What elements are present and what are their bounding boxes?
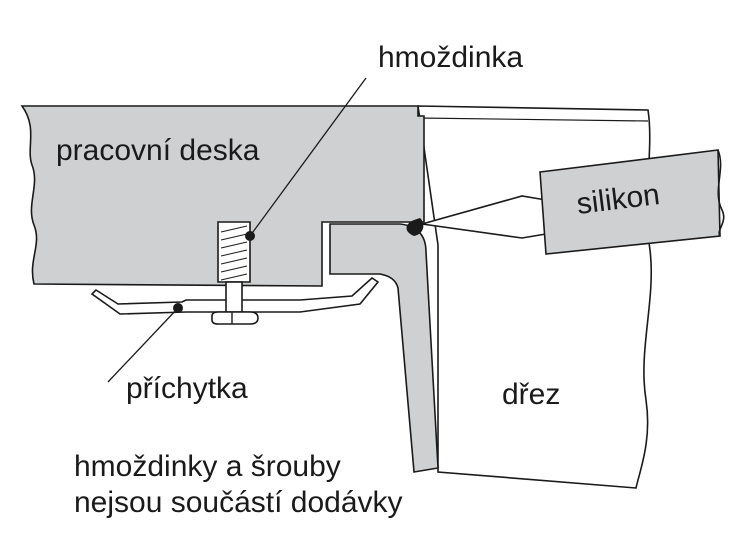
label-sink: dřez: [502, 378, 560, 411]
screw-shank: [225, 281, 243, 313]
silicone-tube-end: [717, 149, 725, 237]
label-clip: příchytka: [126, 372, 248, 405]
note-line-1: hmoždinky a šrouby: [74, 450, 341, 483]
clip-leader-line: [107, 307, 179, 383]
dowel-thread: [220, 225, 248, 281]
dowel-leader-dot: [245, 231, 255, 241]
worktop: [20, 105, 425, 287]
note-line-2: nejsou součástí dodávky: [74, 486, 403, 519]
dowel: [217, 221, 251, 283]
sink-rim: [329, 223, 439, 473]
cabinet-top-inner-line: [417, 117, 649, 122]
dowel-leader-line: [249, 77, 367, 237]
silicone-seal: [406, 218, 424, 236]
screw-head: [211, 311, 259, 325]
label-worktop: pracovní deska: [56, 134, 260, 167]
clip-bracket: [90, 276, 380, 315]
clip-leader-dot: [173, 303, 183, 313]
label-dowel: hmoždinka: [378, 41, 523, 74]
